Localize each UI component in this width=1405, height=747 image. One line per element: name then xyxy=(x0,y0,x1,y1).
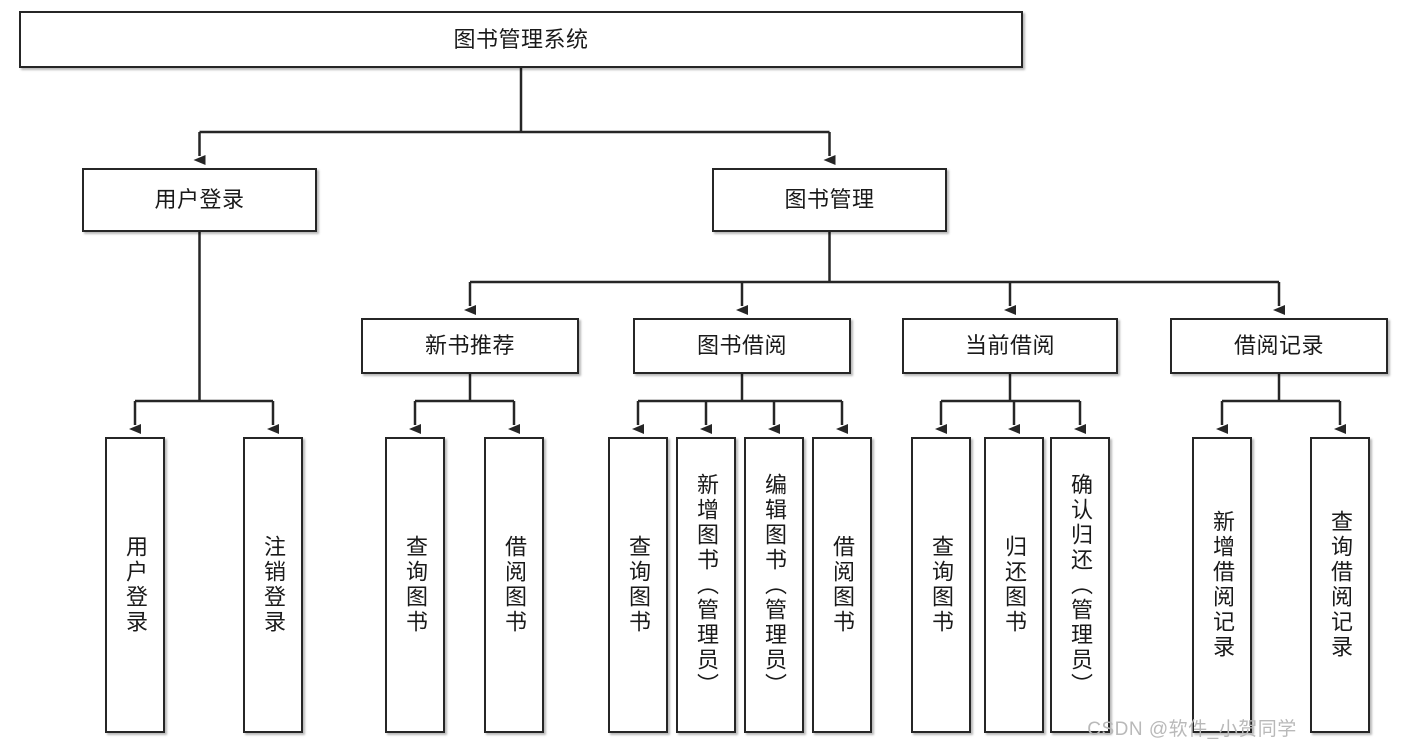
node-label-leaf-user-login: 用户登录 xyxy=(123,535,148,635)
node-label-current: 当前借阅 xyxy=(964,333,1055,359)
node-label-leaf-bk-borrow: 借阅图书 xyxy=(830,535,855,635)
node-label-leaf-cur-confirm: 确认归还（管理员） xyxy=(1068,472,1093,698)
node-label-leaf-user-logout: 注销登录 xyxy=(261,535,286,635)
node-label-leaf-nb-query: 查询图书 xyxy=(403,535,428,635)
node-label-leaf-rec-query: 查询借阅记录 xyxy=(1328,510,1353,660)
node-leaf-nb-borrow[interactable]: 借阅图书 xyxy=(484,437,544,733)
node-newbook[interactable]: 新书推荐 xyxy=(361,318,579,374)
node-label-leaf-cur-return: 归还图书 xyxy=(1002,535,1027,635)
node-label-leaf-bk-edit: 编辑图书（管理员） xyxy=(762,472,787,698)
node-label-login: 用户登录 xyxy=(154,187,245,213)
node-label-leaf-bk-query: 查询图书 xyxy=(626,535,651,635)
node-label-leaf-bk-add: 新增图书（管理员） xyxy=(694,472,719,698)
node-borrow[interactable]: 图书借阅 xyxy=(633,318,851,374)
node-label-borrow: 图书借阅 xyxy=(696,333,787,359)
node-label-newbook: 新书推荐 xyxy=(424,333,515,359)
node-label-bookmgmt: 图书管理 xyxy=(784,187,875,213)
node-bookmgmt[interactable]: 图书管理 xyxy=(712,168,947,232)
node-label-records: 借阅记录 xyxy=(1233,333,1324,359)
node-leaf-bk-add[interactable]: 新增图书（管理员） xyxy=(676,437,736,733)
node-leaf-cur-return[interactable]: 归还图书 xyxy=(984,437,1044,733)
node-login[interactable]: 用户登录 xyxy=(82,168,317,232)
node-leaf-bk-edit[interactable]: 编辑图书（管理员） xyxy=(744,437,804,733)
node-leaf-bk-query[interactable]: 查询图书 xyxy=(608,437,668,733)
node-leaf-cur-query[interactable]: 查询图书 xyxy=(911,437,971,733)
node-label-root: 图书管理系统 xyxy=(453,26,589,52)
node-label-leaf-nb-borrow: 借阅图书 xyxy=(502,535,527,635)
node-records[interactable]: 借阅记录 xyxy=(1170,318,1388,374)
node-leaf-rec-query[interactable]: 查询借阅记录 xyxy=(1310,437,1370,733)
node-leaf-bk-borrow[interactable]: 借阅图书 xyxy=(812,437,872,733)
node-label-leaf-rec-add: 新增借阅记录 xyxy=(1210,510,1235,660)
node-leaf-nb-query[interactable]: 查询图书 xyxy=(385,437,445,733)
node-current[interactable]: 当前借阅 xyxy=(902,318,1118,374)
node-leaf-user-login[interactable]: 用户登录 xyxy=(105,437,165,733)
node-root[interactable]: 图书管理系统 xyxy=(19,11,1023,68)
node-leaf-cur-confirm[interactable]: 确认归还（管理员） xyxy=(1050,437,1110,733)
node-label-leaf-cur-query: 查询图书 xyxy=(929,535,954,635)
node-leaf-user-logout[interactable]: 注销登录 xyxy=(243,437,303,733)
node-leaf-rec-add[interactable]: 新增借阅记录 xyxy=(1192,437,1252,733)
